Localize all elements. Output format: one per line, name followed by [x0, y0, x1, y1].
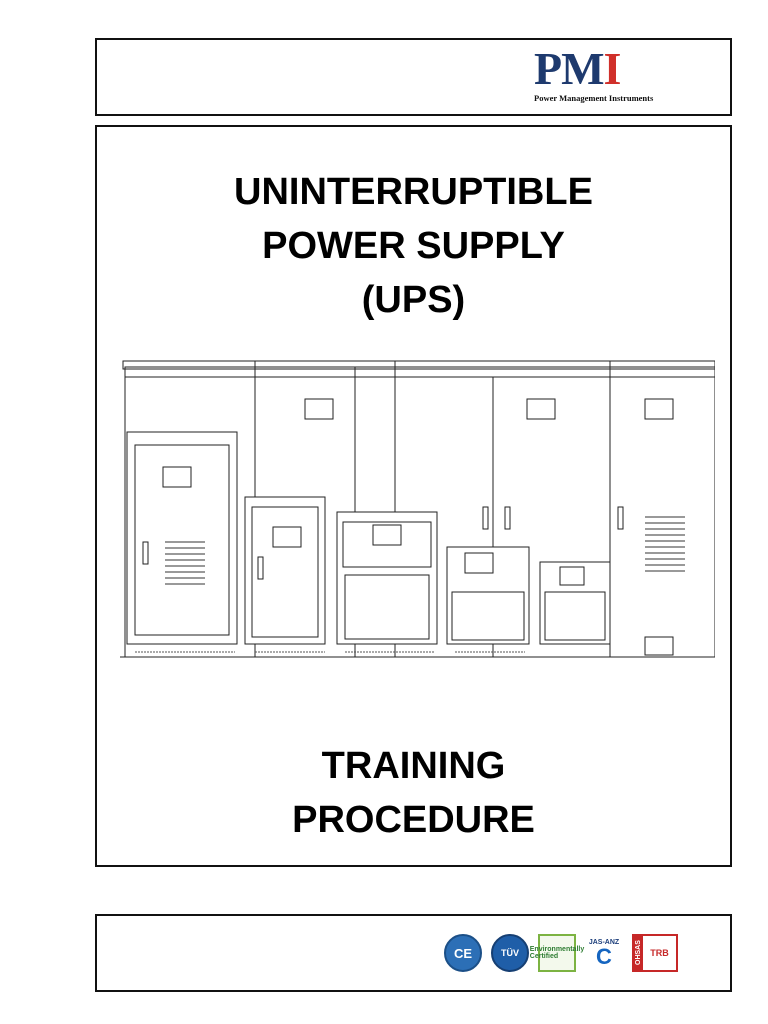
jas-anz-label: JAS-ANZ [588, 938, 620, 946]
jas-anz-cert-icon: JAS-ANZ C [585, 934, 623, 972]
subtitle-line: TRAINING [321, 745, 506, 787]
trb-label: TRB [650, 948, 669, 958]
title-line: UNINTERRUPTIBLE [234, 171, 593, 213]
environment-cert-icon: Environmentally Certified [530, 934, 584, 972]
cover-box: UNINTERRUPTIBLE POWER SUPPLY (UPS) [95, 125, 732, 867]
ups-cabinets-illustration [120, 360, 715, 658]
ohsas-trb-cert-icon: OHSAS TRB [632, 934, 678, 972]
title-line: POWER SUPPLY [262, 225, 565, 267]
footer-box: CE TÜV Environmentally Certified JAS-ANZ… [95, 914, 732, 992]
subtitle-line: PROCEDURE [292, 799, 535, 841]
document-subtitle: TRAINING PROCEDURE [97, 739, 730, 847]
header-box: PMI Power Management Instruments [95, 38, 732, 116]
certification-logos: CE TÜV Environmentally Certified JAS-ANZ… [444, 930, 678, 976]
tuv-mark-icon: TÜV [491, 934, 529, 972]
ohsas-label: OHSAS [634, 936, 643, 970]
logo-subtitle: Power Management Instruments [534, 93, 654, 103]
logo-mark: PMI [534, 43, 621, 94]
pmi-logo: PMI Power Management Instruments [534, 46, 674, 104]
title-line: (UPS) [361, 279, 466, 321]
document-title: UNINTERRUPTIBLE POWER SUPPLY (UPS) [97, 165, 730, 327]
c-glyph: C [596, 943, 612, 969]
ce-mark-icon: CE [444, 934, 482, 972]
